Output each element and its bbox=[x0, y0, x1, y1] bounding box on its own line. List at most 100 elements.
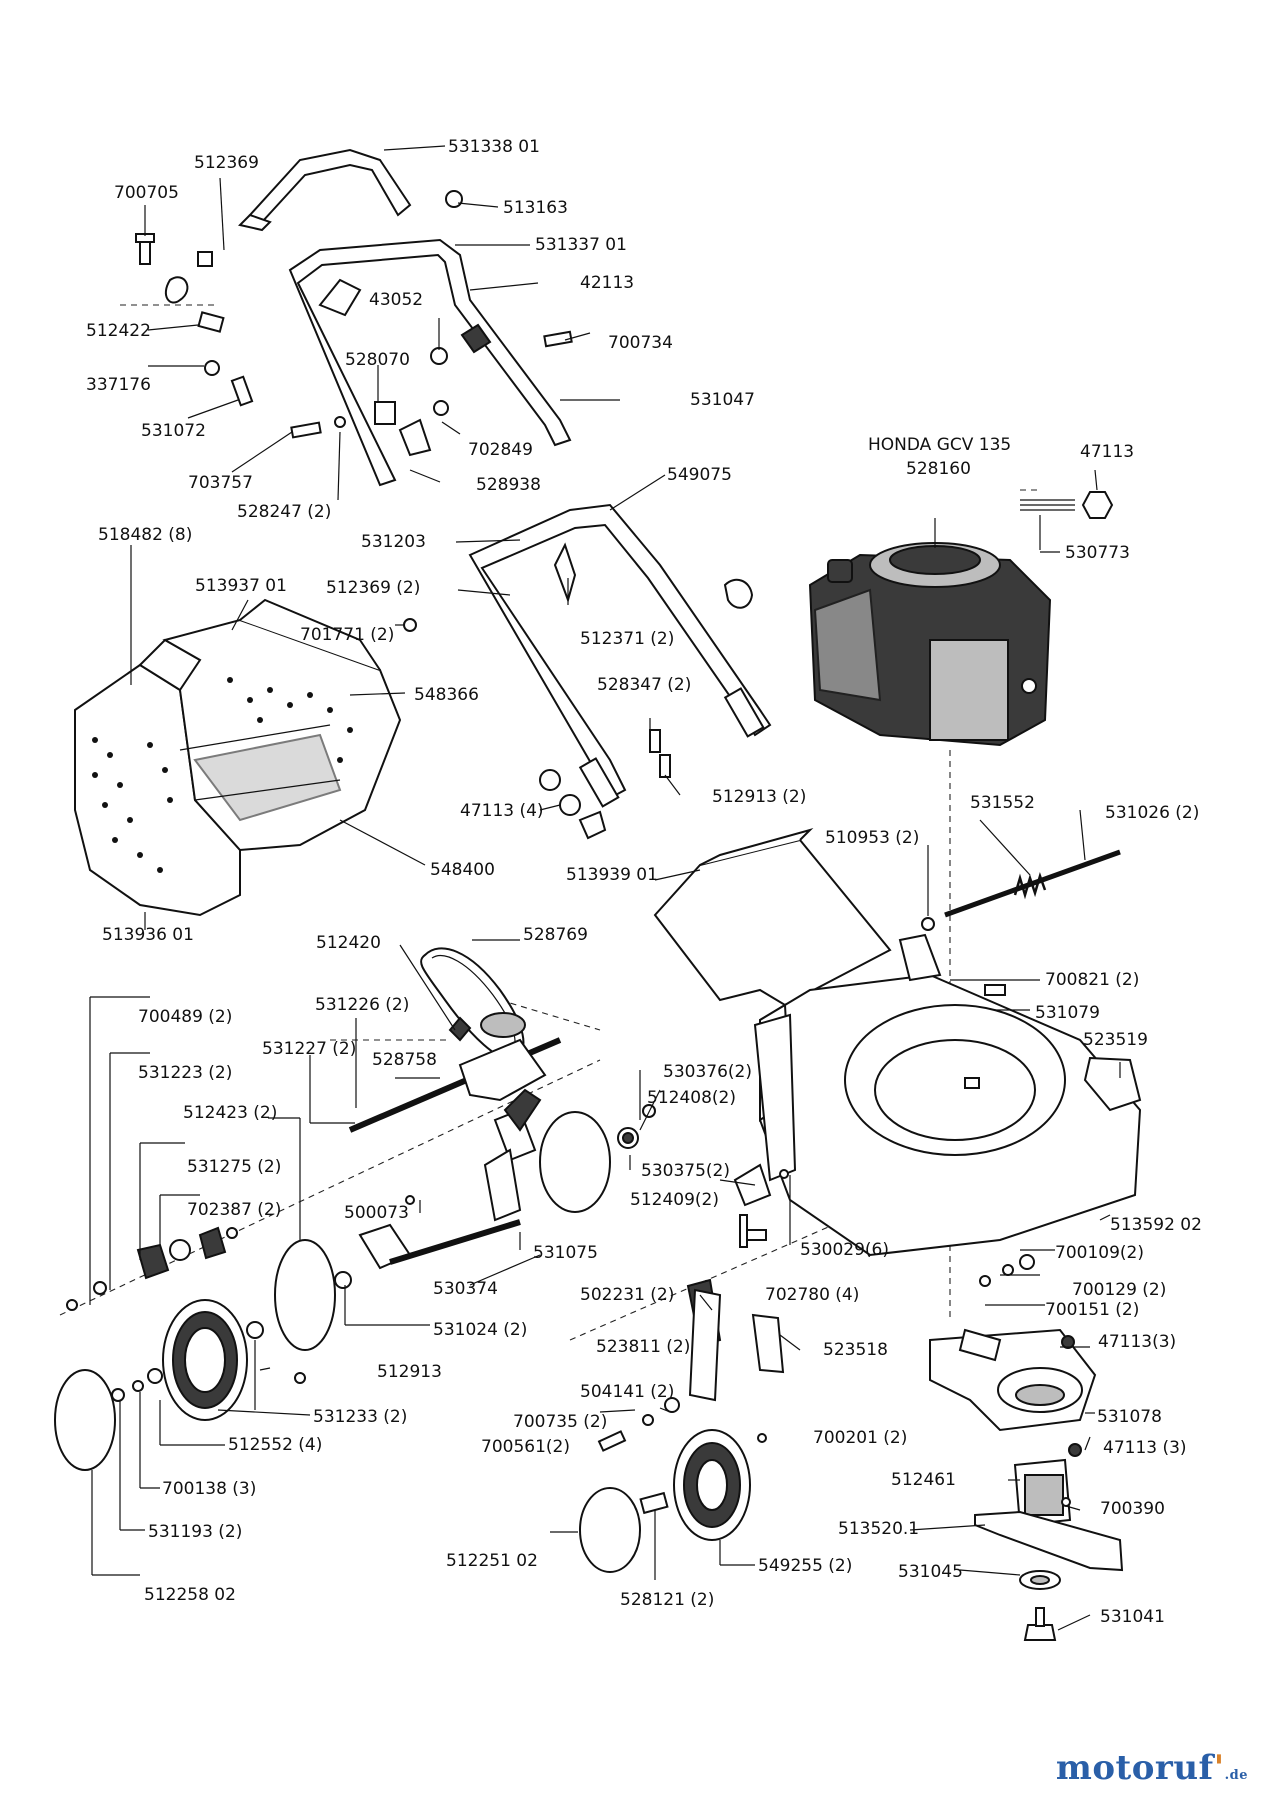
label-530773: 530773 bbox=[1065, 543, 1130, 563]
label-702849: 702849 bbox=[468, 440, 533, 460]
label-531552: 531552 bbox=[970, 793, 1035, 813]
logo-tld: .de bbox=[1224, 1768, 1248, 1783]
label-700705: 700705 bbox=[114, 183, 179, 203]
label-510953-2: 510953 (2) bbox=[825, 828, 919, 848]
logo-apostrophe: ' bbox=[1213, 1748, 1225, 1788]
gearbox-528758 bbox=[348, 1012, 562, 1162]
label-512552-4: 512552 (4) bbox=[228, 1435, 322, 1455]
label-512423-2: 512423 (2) bbox=[183, 1103, 277, 1123]
label-530374: 530374 bbox=[433, 1279, 498, 1299]
label-700151-2: 700151 (2) bbox=[1045, 1300, 1139, 1320]
left-wheel-hardware bbox=[66, 1226, 352, 1384]
label-703757: 703757 bbox=[188, 473, 253, 493]
label-337176: 337176 bbox=[86, 375, 151, 395]
label-512913-2: 512913 (2) bbox=[712, 787, 806, 807]
label-531078: 531078 bbox=[1097, 1407, 1162, 1427]
label-513520-1: 513520.1 bbox=[838, 1519, 919, 1539]
grass-catcher-bag bbox=[74, 598, 402, 917]
label-700561-2: 700561(2) bbox=[481, 1437, 570, 1457]
label-531075: 531075 bbox=[533, 1243, 598, 1263]
label-528160: 528160 bbox=[906, 459, 971, 479]
label-43052: 43052 bbox=[369, 290, 423, 310]
label-513592-02: 513592 02 bbox=[1110, 1215, 1202, 1235]
label-531223-2: 531223 (2) bbox=[138, 1063, 232, 1083]
motoruf-logo[interactable]: motoruf'.de bbox=[1056, 1748, 1248, 1788]
blade-washer-and-bolt bbox=[1019, 1497, 1071, 1641]
label-700821-2: 700821 (2) bbox=[1045, 970, 1139, 990]
label-531026-2: 531026 (2) bbox=[1105, 803, 1199, 823]
engine-honda-gcv135 bbox=[808, 542, 1052, 747]
label-47113: 47113 bbox=[1080, 442, 1134, 462]
label-702780-4: 702780 (4) bbox=[765, 1285, 859, 1305]
label-513939-01: 513939 01 bbox=[566, 865, 658, 885]
label-523518: 523518 bbox=[823, 1340, 888, 1360]
label-528769: 528769 bbox=[523, 925, 588, 945]
label-700734: 700734 bbox=[608, 333, 673, 353]
label-512409-2: 512409(2) bbox=[630, 1190, 719, 1210]
label-531047: 531047 bbox=[690, 390, 755, 410]
label-512371-2: 512371 (2) bbox=[580, 629, 674, 649]
right-wheel-hardware bbox=[597, 1278, 785, 1452]
label-531337-01: 531337 01 bbox=[535, 235, 627, 255]
label-528938: 528938 bbox=[476, 475, 541, 495]
label-531193-2: 531193 (2) bbox=[148, 1522, 242, 1542]
deck-brackets bbox=[753, 984, 1142, 1182]
lower-handle-549075 bbox=[468, 503, 772, 808]
label-512369: 512369 bbox=[194, 153, 259, 173]
label-700109-2: 700109(2) bbox=[1055, 1243, 1144, 1263]
small-hardware-top bbox=[135, 190, 573, 457]
label-548366: 548366 bbox=[414, 685, 479, 705]
label-700138-3: 700138 (3) bbox=[162, 1479, 256, 1499]
label-530376-2: 530376(2) bbox=[663, 1062, 752, 1082]
mower-deck-513592 bbox=[759, 933, 1142, 1257]
label-528121-2: 528121 (2) bbox=[620, 1590, 714, 1610]
label-531275-2: 531275 (2) bbox=[187, 1157, 281, 1177]
label-513163: 513163 bbox=[503, 198, 568, 218]
right-hubcap-512251 bbox=[579, 1487, 641, 1573]
label-523811-2: 523811 (2) bbox=[596, 1337, 690, 1357]
label-500073: 500073 bbox=[344, 1203, 409, 1223]
label-531227-2: 531227 (2) bbox=[262, 1039, 356, 1059]
engine-spring-and-nut bbox=[1020, 491, 1114, 519]
label-honda-gcv135: HONDA GCV 135 bbox=[868, 435, 1011, 455]
label-512422: 512422 bbox=[86, 321, 151, 341]
label-528758: 528758 bbox=[372, 1050, 437, 1070]
label-512913: 512913 bbox=[377, 1362, 442, 1382]
left-hubcap-512258 bbox=[54, 1368, 163, 1471]
upper-handle-531338 bbox=[238, 148, 412, 232]
blade-adapter-531078 bbox=[929, 1328, 1097, 1457]
label-700735-2: 700735 (2) bbox=[513, 1412, 607, 1432]
label-512251-02: 512251 02 bbox=[446, 1551, 538, 1571]
drive-lever-531075 bbox=[358, 1088, 542, 1270]
label-512369-2: 512369 (2) bbox=[326, 578, 420, 598]
label-530375-2: 530375(2) bbox=[641, 1161, 730, 1181]
label-531233-2: 531233 (2) bbox=[313, 1407, 407, 1427]
label-701771-2: 701771 (2) bbox=[300, 625, 394, 645]
label-47113-3a: 47113(3) bbox=[1098, 1332, 1176, 1352]
label-528247-2: 528247 (2) bbox=[237, 502, 331, 522]
label-702387-2: 702387 (2) bbox=[187, 1200, 281, 1220]
leader-lines bbox=[89, 145, 1121, 1631]
label-531203: 531203 bbox=[361, 532, 426, 552]
label-528347-2: 528347 (2) bbox=[597, 675, 691, 695]
logo-name: motoruf bbox=[1055, 1748, 1214, 1788]
drive-belt-528769 bbox=[420, 947, 525, 1061]
left-wheel-531233 bbox=[162, 1299, 264, 1421]
label-512258-02: 512258 02 bbox=[144, 1585, 236, 1605]
label-531041: 531041 bbox=[1100, 1607, 1165, 1627]
label-531072: 531072 bbox=[141, 421, 206, 441]
label-504141-2: 504141 (2) bbox=[580, 1382, 674, 1402]
label-549255-2: 549255 (2) bbox=[758, 1556, 852, 1576]
label-518482-8: 518482 (8) bbox=[98, 525, 192, 545]
label-47113-3b: 47113 (3) bbox=[1103, 1438, 1187, 1458]
label-531226-2: 531226 (2) bbox=[315, 995, 409, 1015]
label-512461: 512461 bbox=[891, 1470, 956, 1490]
label-530029-6: 530029(6) bbox=[800, 1240, 889, 1260]
label-531079: 531079 bbox=[1035, 1003, 1100, 1023]
label-512408-2: 512408(2) bbox=[647, 1088, 736, 1108]
blade-513520 bbox=[974, 1510, 1124, 1572]
label-531338-01: 531338 01 bbox=[448, 137, 540, 157]
label-42113: 42113 bbox=[580, 273, 634, 293]
